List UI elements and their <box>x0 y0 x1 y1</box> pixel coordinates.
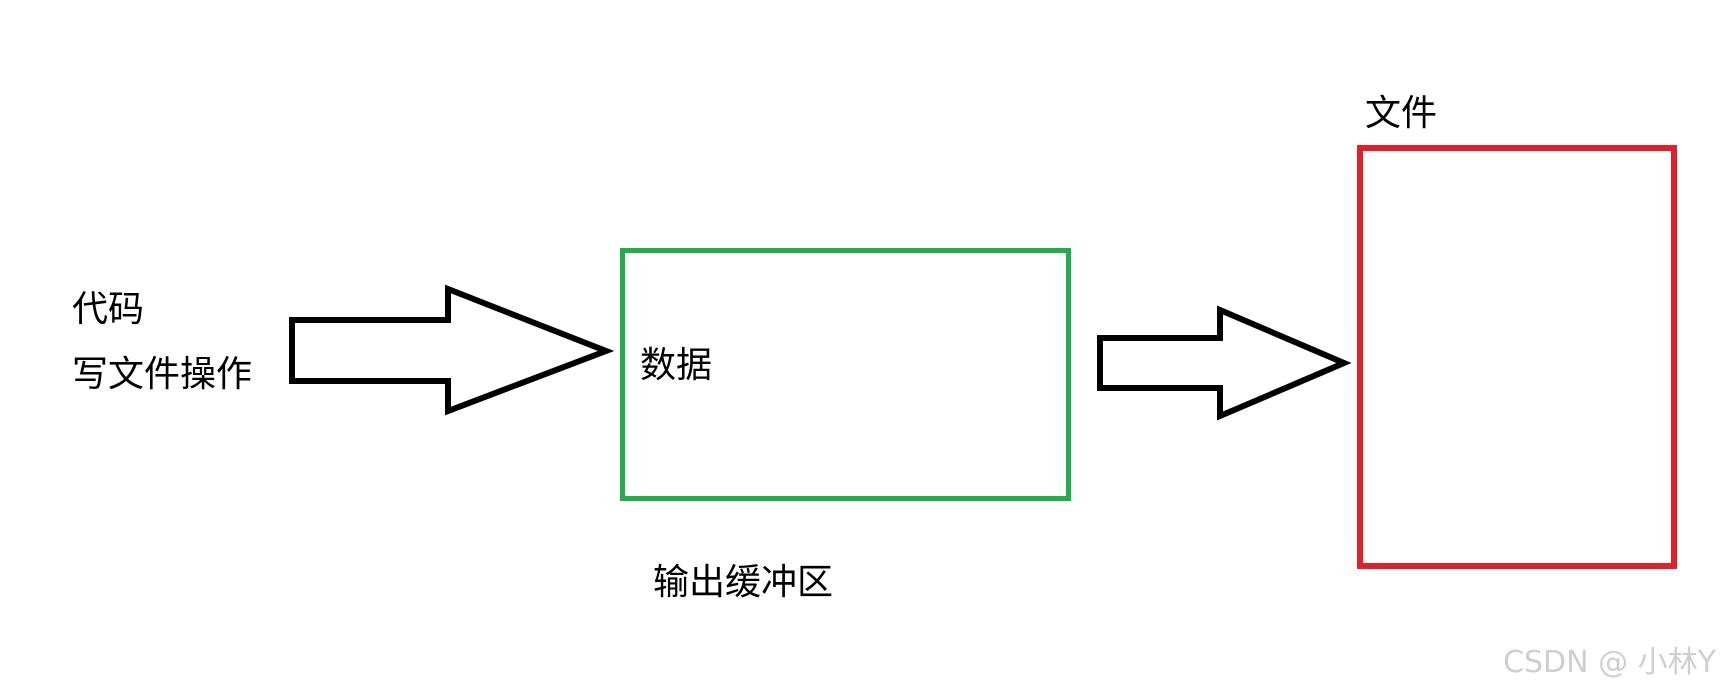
buffer-to-file-arrow-icon <box>1097 305 1352 421</box>
write-file-operation-label: 写文件操作 <box>72 354 253 395</box>
code-to-buffer-arrow-icon <box>289 284 615 416</box>
code-label: 代码 <box>72 289 145 330</box>
file-label: 文件 <box>1365 93 1438 134</box>
data-label: 数据 <box>640 345 713 386</box>
output-buffer-label: 输出缓冲区 <box>653 562 834 603</box>
watermark: CSDN @ 小林Y <box>1503 645 1716 680</box>
file-box <box>1357 145 1677 569</box>
output-buffer-box <box>620 248 1071 501</box>
